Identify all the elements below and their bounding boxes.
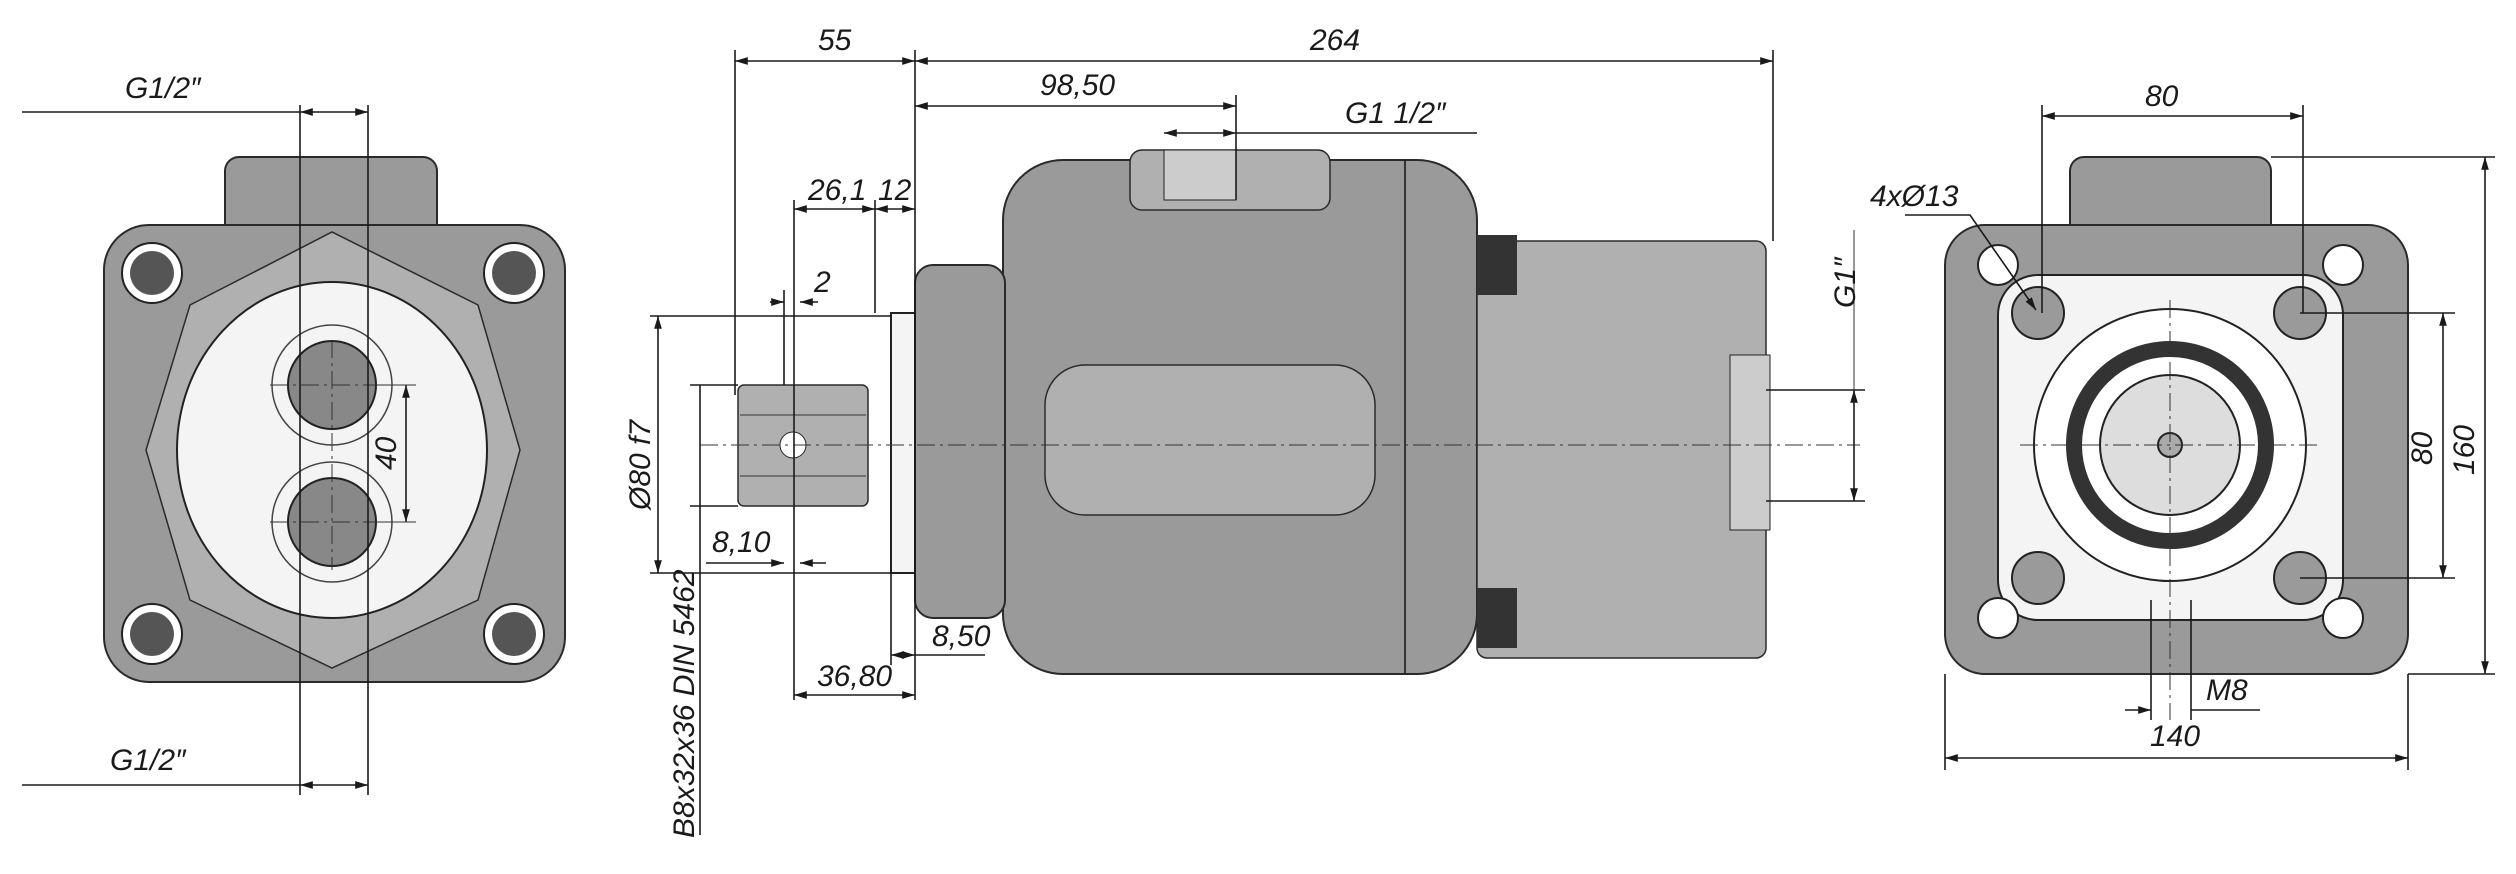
- port-top-label: G1/2″: [125, 72, 202, 105]
- rear-view: G1/2″ G1/2″ 40: [22, 72, 566, 795]
- width-label: 140: [2150, 720, 2200, 753]
- thread-label: M8: [2206, 674, 2248, 707]
- port-thread: [1163, 149, 1237, 201]
- spline-spec-label: B8x32x36 DIN 5462: [668, 569, 701, 838]
- groove-position-label: 8,10: [712, 526, 771, 559]
- pilot-diameter-label: Ø80 f7: [624, 419, 657, 511]
- body-length-label: 264: [1309, 24, 1360, 57]
- height-label: 160: [2448, 425, 2481, 475]
- shaft-to-flange-label: 36,80: [817, 660, 892, 693]
- bolt-spacing-h-label: 80: [2145, 80, 2179, 113]
- port-position-label: 98,50: [1040, 69, 1115, 102]
- bolt-holes-label: 4xØ13: [1870, 180, 1959, 213]
- shaft-length-label: 55: [818, 24, 852, 57]
- groove-width-label: 2: [813, 266, 831, 299]
- bolt-holes: [1977, 244, 2364, 639]
- pilot-depth-label: 8,50: [932, 620, 991, 653]
- bolt-spacing-v-label: 80: [2406, 431, 2439, 465]
- port-bottom-label: G1/2″: [110, 744, 187, 777]
- spline-length-label: 26,1: [807, 174, 866, 207]
- inlet-port-label: G1″: [1829, 256, 1862, 308]
- outlet-port-label: G1 1/2″: [1345, 97, 1447, 130]
- collar-length-label: 12: [878, 174, 912, 207]
- bolt-heads: [121, 242, 545, 665]
- port-spacing-label: 40: [370, 436, 403, 470]
- front-view: 80 4xØ13 80 160 M8 140: [1870, 80, 2495, 770]
- side-view: 55 264 98,50 G1 1/2″ 26,1 12 2 Ø80 f7 8,…: [624, 24, 1865, 838]
